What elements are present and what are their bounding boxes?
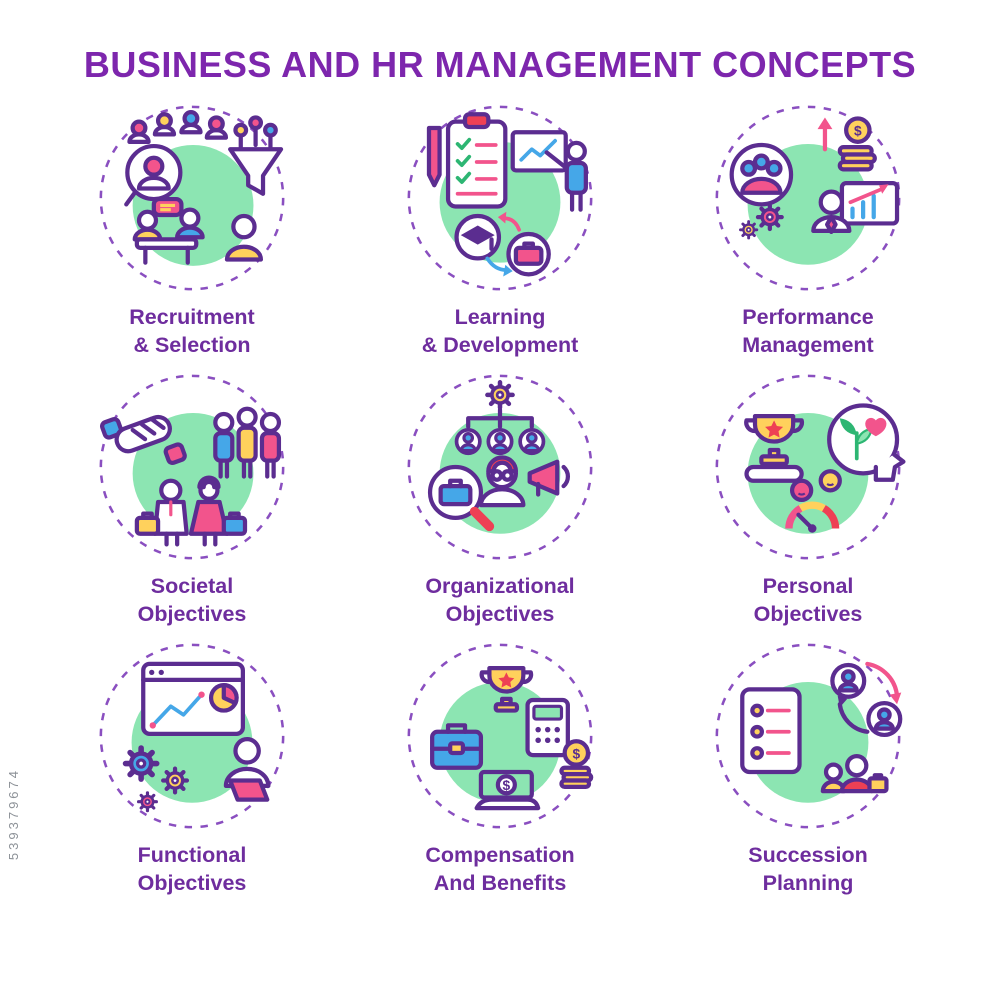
dollar-sign: $ — [854, 123, 862, 138]
recruitment-selection-icon — [99, 105, 285, 291]
concept-card-functional: Functional Objectives — [38, 630, 346, 897]
concept-label: Organizational Objectives — [425, 574, 575, 626]
societal-objectives-icon — [99, 374, 285, 560]
concept-card-societal: Societal Objectives — [38, 361, 346, 628]
performance-management-icon: $ — [715, 105, 901, 291]
concept-label: Personal Objectives — [753, 574, 863, 626]
concept-label: Compensation And Benefits — [425, 843, 575, 895]
succession-planning-icon — [715, 643, 903, 829]
concept-card-recruitment: Recruitment & Selection — [38, 92, 346, 359]
page-title: BUSINESS AND HR MANAGEMENT CONCEPTS — [83, 44, 917, 85]
functional-objectives-icon — [99, 643, 285, 829]
dollar-sign: $ — [572, 746, 580, 761]
concept-label: Succession Planning — [748, 843, 868, 895]
compensation-benefits-icon: $ $ — [407, 643, 594, 829]
personal-objectives-icon — [715, 374, 906, 560]
concept-card-succession: Succession Planning — [654, 630, 962, 897]
concept-label: Performance Management — [742, 305, 874, 357]
concept-card-personal: Personal Objectives — [654, 361, 962, 628]
dollar-sign: $ — [503, 778, 511, 793]
concept-card-compensation: $ $ Compensation And Benefits — [346, 630, 654, 897]
concept-label: Societal Objectives — [137, 574, 247, 626]
concept-card-organizational: Organizational Objectives — [346, 361, 654, 628]
concept-grid: Recruitment & Selection — [0, 86, 1000, 897]
learning-development-icon — [407, 105, 593, 291]
concept-label: Recruitment & Selection — [129, 305, 255, 357]
concept-card-performance: $ Performance Management — [654, 92, 962, 359]
stock-id-watermark: 539379674 — [6, 768, 21, 861]
concept-card-learning: Learning & Development — [346, 92, 654, 359]
concept-label: Functional Objectives — [137, 843, 247, 895]
concept-label: Learning & Development — [421, 305, 579, 357]
organizational-objectives-icon — [407, 374, 593, 560]
